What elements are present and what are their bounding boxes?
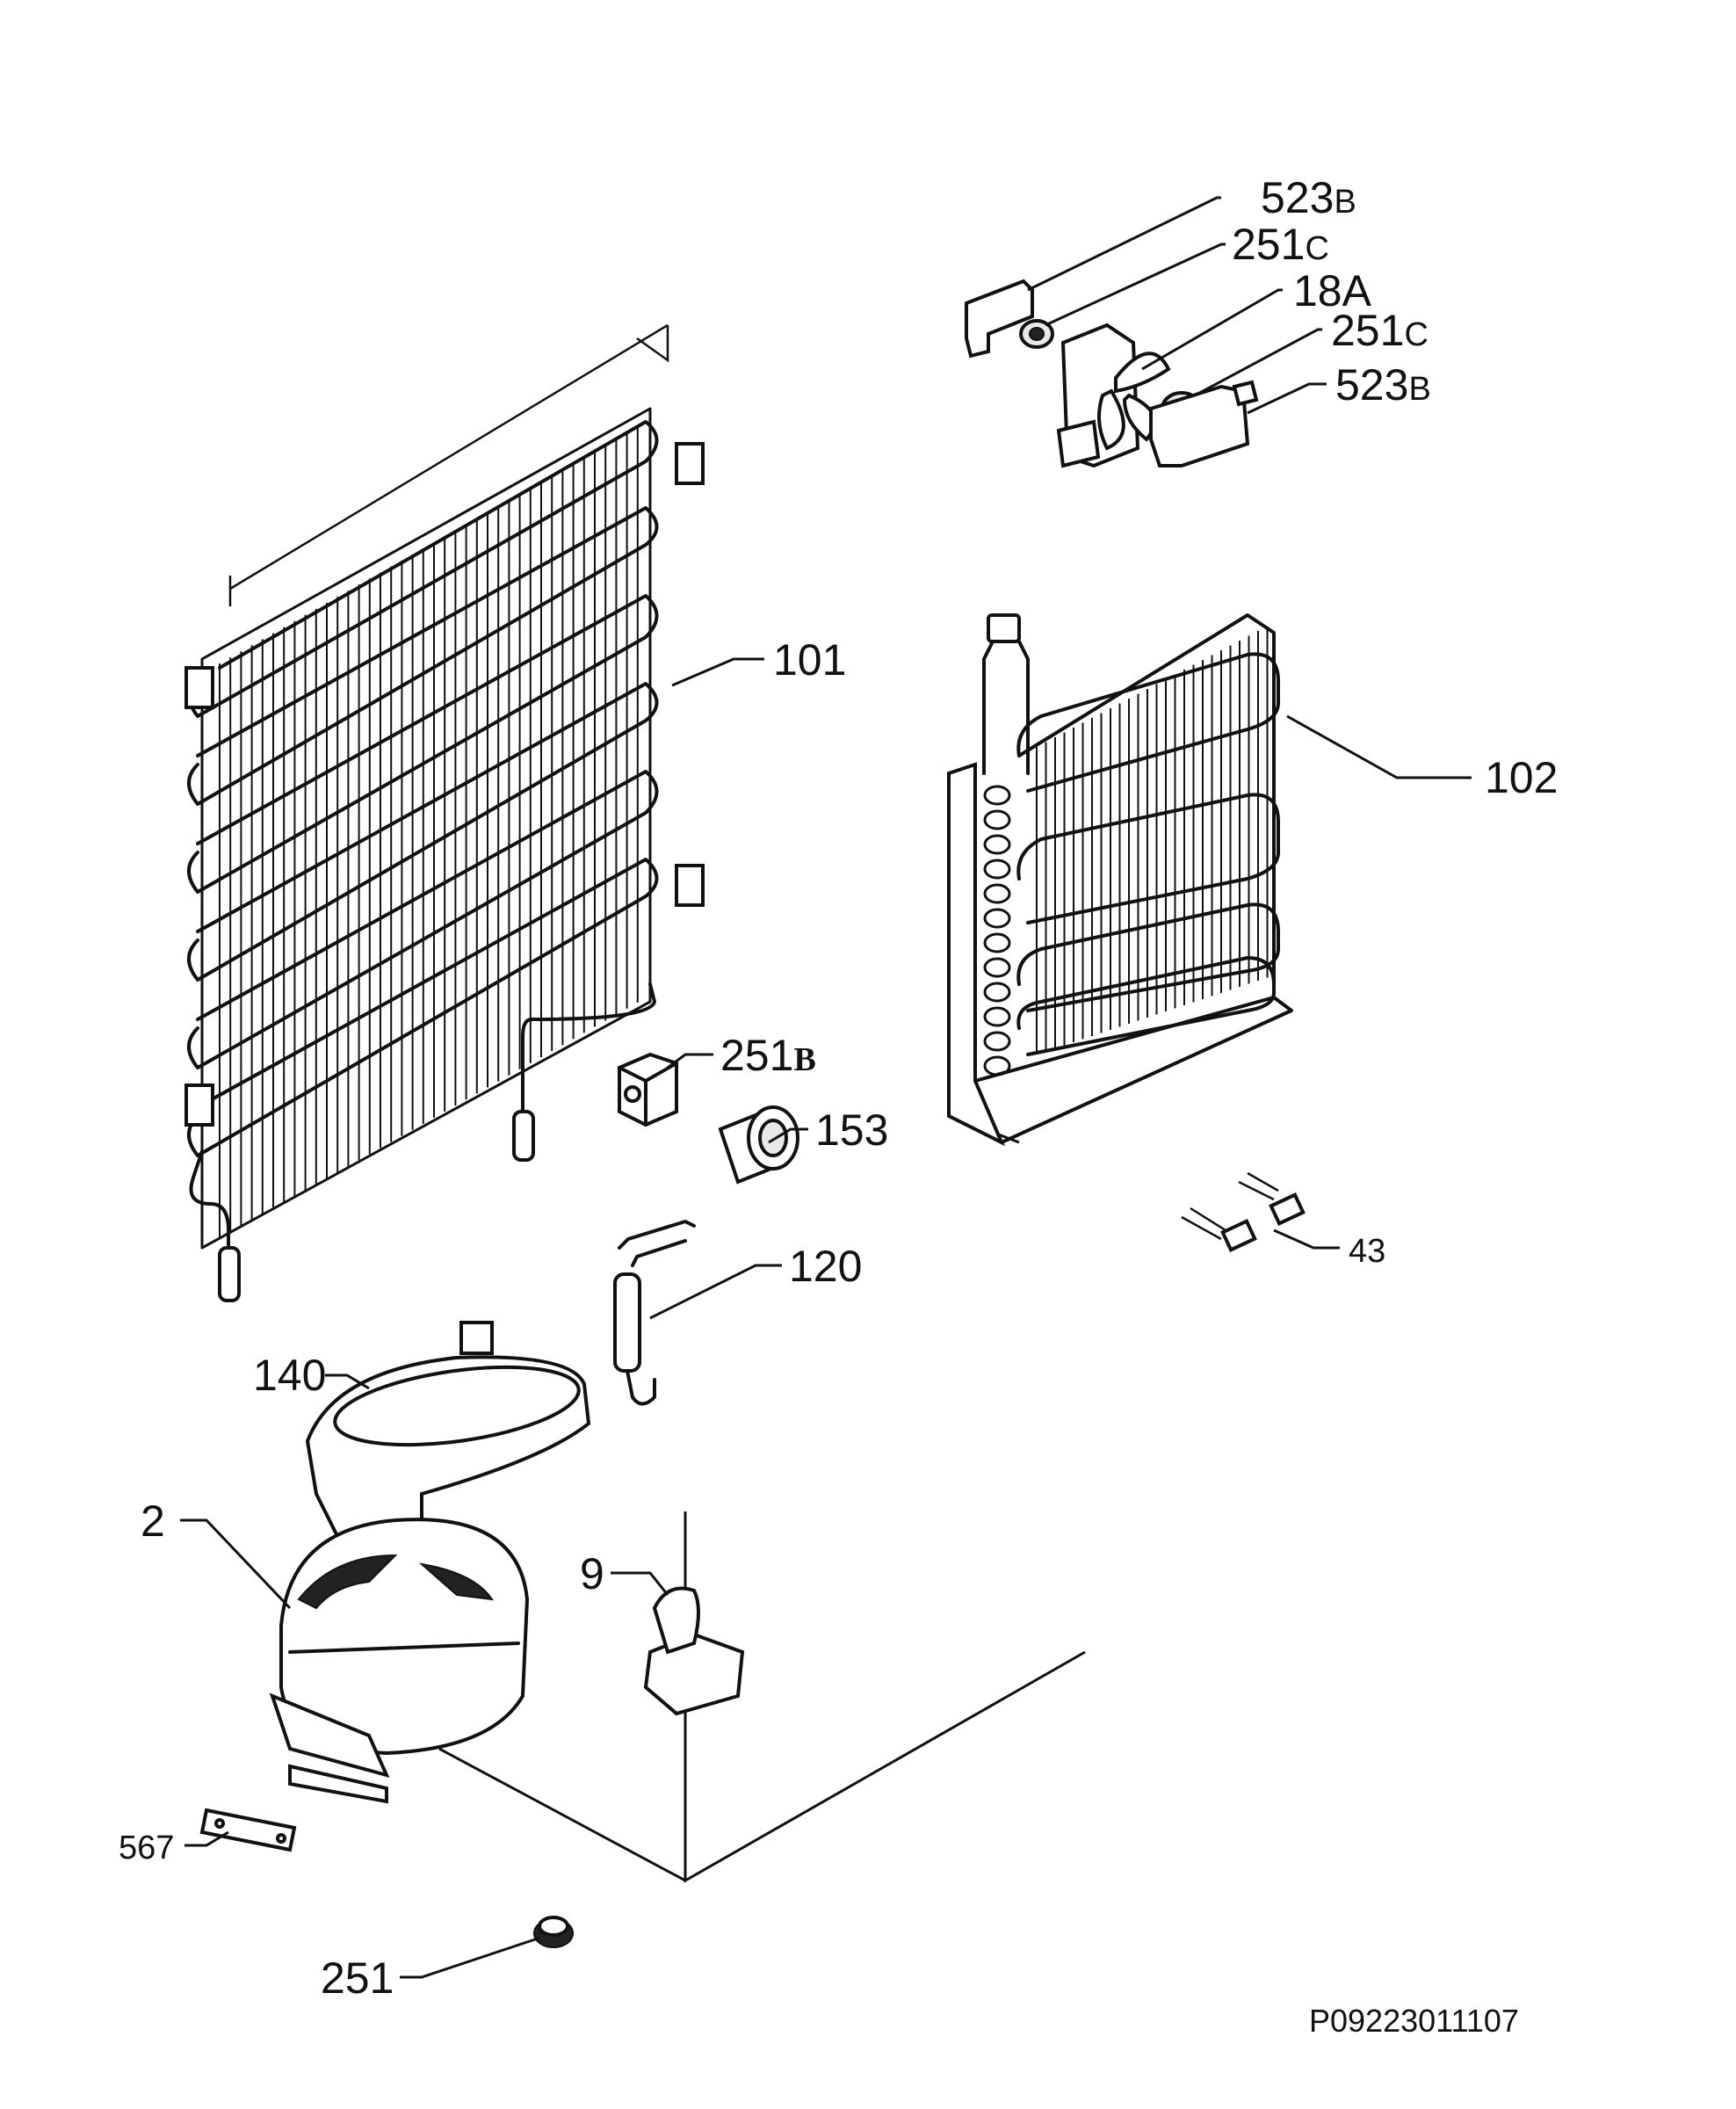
leader-lines (180, 196, 1472, 1979)
callout-523b-bottom: 523B (1335, 360, 1431, 409)
evaporator (947, 613, 1293, 1147)
foot-251 (533, 1916, 574, 1948)
callout-251c-top: 251C (1232, 220, 1329, 269)
callout-labels: 523B 251C 18A 251C 523B 101 102 251B 153… (119, 173, 1558, 2039)
callout-43: 43 (1349, 1233, 1385, 1270)
callout-18a: 18A (1293, 266, 1372, 315)
callout-153: 153 (815, 1105, 888, 1155)
bushing-153 (718, 1105, 799, 1185)
connectors-43 (1181, 1171, 1306, 1252)
plate-567 (199, 1808, 297, 1852)
clip-9 (643, 1586, 745, 1716)
condenser (184, 407, 705, 1302)
callout-251: 251 (321, 1953, 394, 2003)
fan-assembly (965, 279, 1259, 468)
callout-9: 9 (580, 1549, 604, 1598)
callout-2: 2 (141, 1497, 165, 1546)
compressor (269, 1518, 530, 1804)
drawing-code: P09223011107 (1309, 2003, 1519, 2039)
callout-251c-bottom: 251C (1331, 306, 1429, 355)
sensor-120 (613, 1220, 696, 1406)
callout-140: 140 (253, 1351, 326, 1400)
callout-523b-top: 523B (1261, 173, 1356, 222)
callout-251b: 251B (720, 1031, 816, 1080)
callout-101: 101 (773, 635, 846, 685)
callout-120: 120 (789, 1242, 862, 1291)
block-251b (618, 1052, 678, 1127)
callout-567: 567 (119, 1830, 174, 1866)
callout-102: 102 (1485, 753, 1558, 802)
